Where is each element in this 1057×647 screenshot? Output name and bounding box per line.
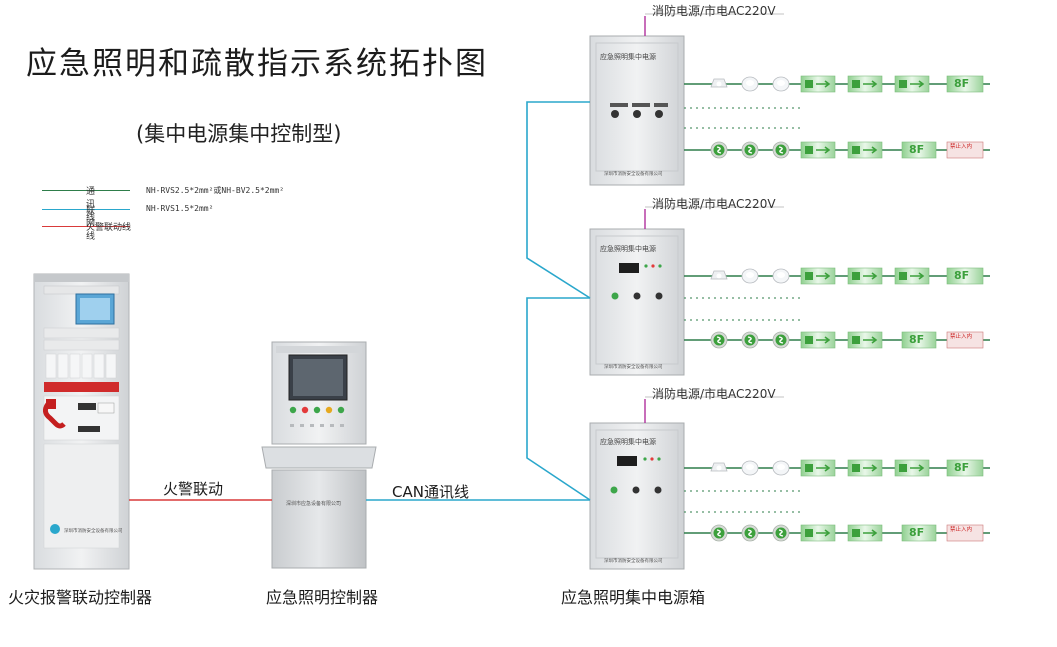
lamp-row-3: [710, 459, 930, 477]
controller-caption: 应急照明控制器: [266, 588, 379, 607]
legend-comm-swatch: [42, 190, 130, 191]
power-box-1: [589, 35, 685, 186]
no-entry-sign-2: 禁止入内: [950, 334, 973, 340]
power-source-label-1: 消防电源/市电AC220V: [652, 4, 776, 18]
legend-network-swatch: [42, 209, 130, 210]
floor-sign-4: 8F: [909, 333, 925, 346]
network-link-1: [526, 101, 591, 299]
legend-comm-spec: NH-RVS2.5*2mm²或NH-BV2.5*2mm²: [146, 186, 285, 195]
fire-panel-maker: 深圳市消防安全设备有限公司: [64, 529, 123, 534]
legend-fire-swatch: [42, 226, 130, 227]
power-source-label-2: 消防电源/市电AC220V: [652, 197, 776, 211]
diagram-subtitle: (集中电源集中控制型): [136, 122, 342, 146]
no-entry-sign-3: 禁止入内: [950, 527, 973, 533]
emergency-lighting-controller: [261, 341, 377, 569]
power-box-1-title: 应急照明集中电源: [600, 53, 656, 61]
controller-maker: 深圳市应急设备有限公司: [286, 501, 342, 507]
floor-sign-1: 8F: [954, 77, 970, 90]
lamp-row-1: [710, 75, 930, 93]
floor-sign-5: 8F: [954, 461, 970, 474]
legend-network-spec: NH-RVS1.5*2mm²: [146, 204, 214, 213]
can-line-label: CAN通讯线: [392, 483, 469, 501]
power-box-3: [589, 422, 685, 570]
floor-sign-3: 8F: [954, 269, 970, 282]
lamp-row-2: [710, 267, 930, 285]
network-link-2: [526, 297, 591, 501]
fire-link-label: 火警联动: [163, 480, 224, 498]
no-entry-sign-1: 禁止入内: [950, 144, 973, 150]
power-box-caption: 应急照明集中电源箱: [561, 588, 706, 607]
power-box-3-maker: 深圳市消防安全设备有限公司: [604, 559, 663, 564]
power-box-2: [589, 228, 685, 376]
floor-sign-6: 8F: [909, 526, 925, 539]
floor-sign-2: 8F: [909, 143, 925, 156]
diagram-title: 应急照明和疏散指示系统拓扑图: [26, 46, 488, 82]
power-source-label-3: 消防电源/市电AC220V: [652, 387, 776, 401]
fire-panel-caption: 火灾报警联动控制器: [8, 588, 153, 607]
power-box-2-maker: 深圳市消防安全设备有限公司: [604, 365, 663, 370]
legend-comm-label: 通讯线: [86, 187, 96, 223]
legend-network-label: 联网线: [86, 206, 96, 242]
power-box-1-maker: 深圳市消防安全设备有限公司: [604, 172, 663, 177]
fire-alarm-controller: [33, 273, 130, 570]
legend-fire-label: 火警联动线: [86, 223, 132, 233]
power-box-2-title: 应急照明集中电源: [600, 245, 656, 253]
power-box-3-title: 应急照明集中电源: [600, 438, 656, 446]
